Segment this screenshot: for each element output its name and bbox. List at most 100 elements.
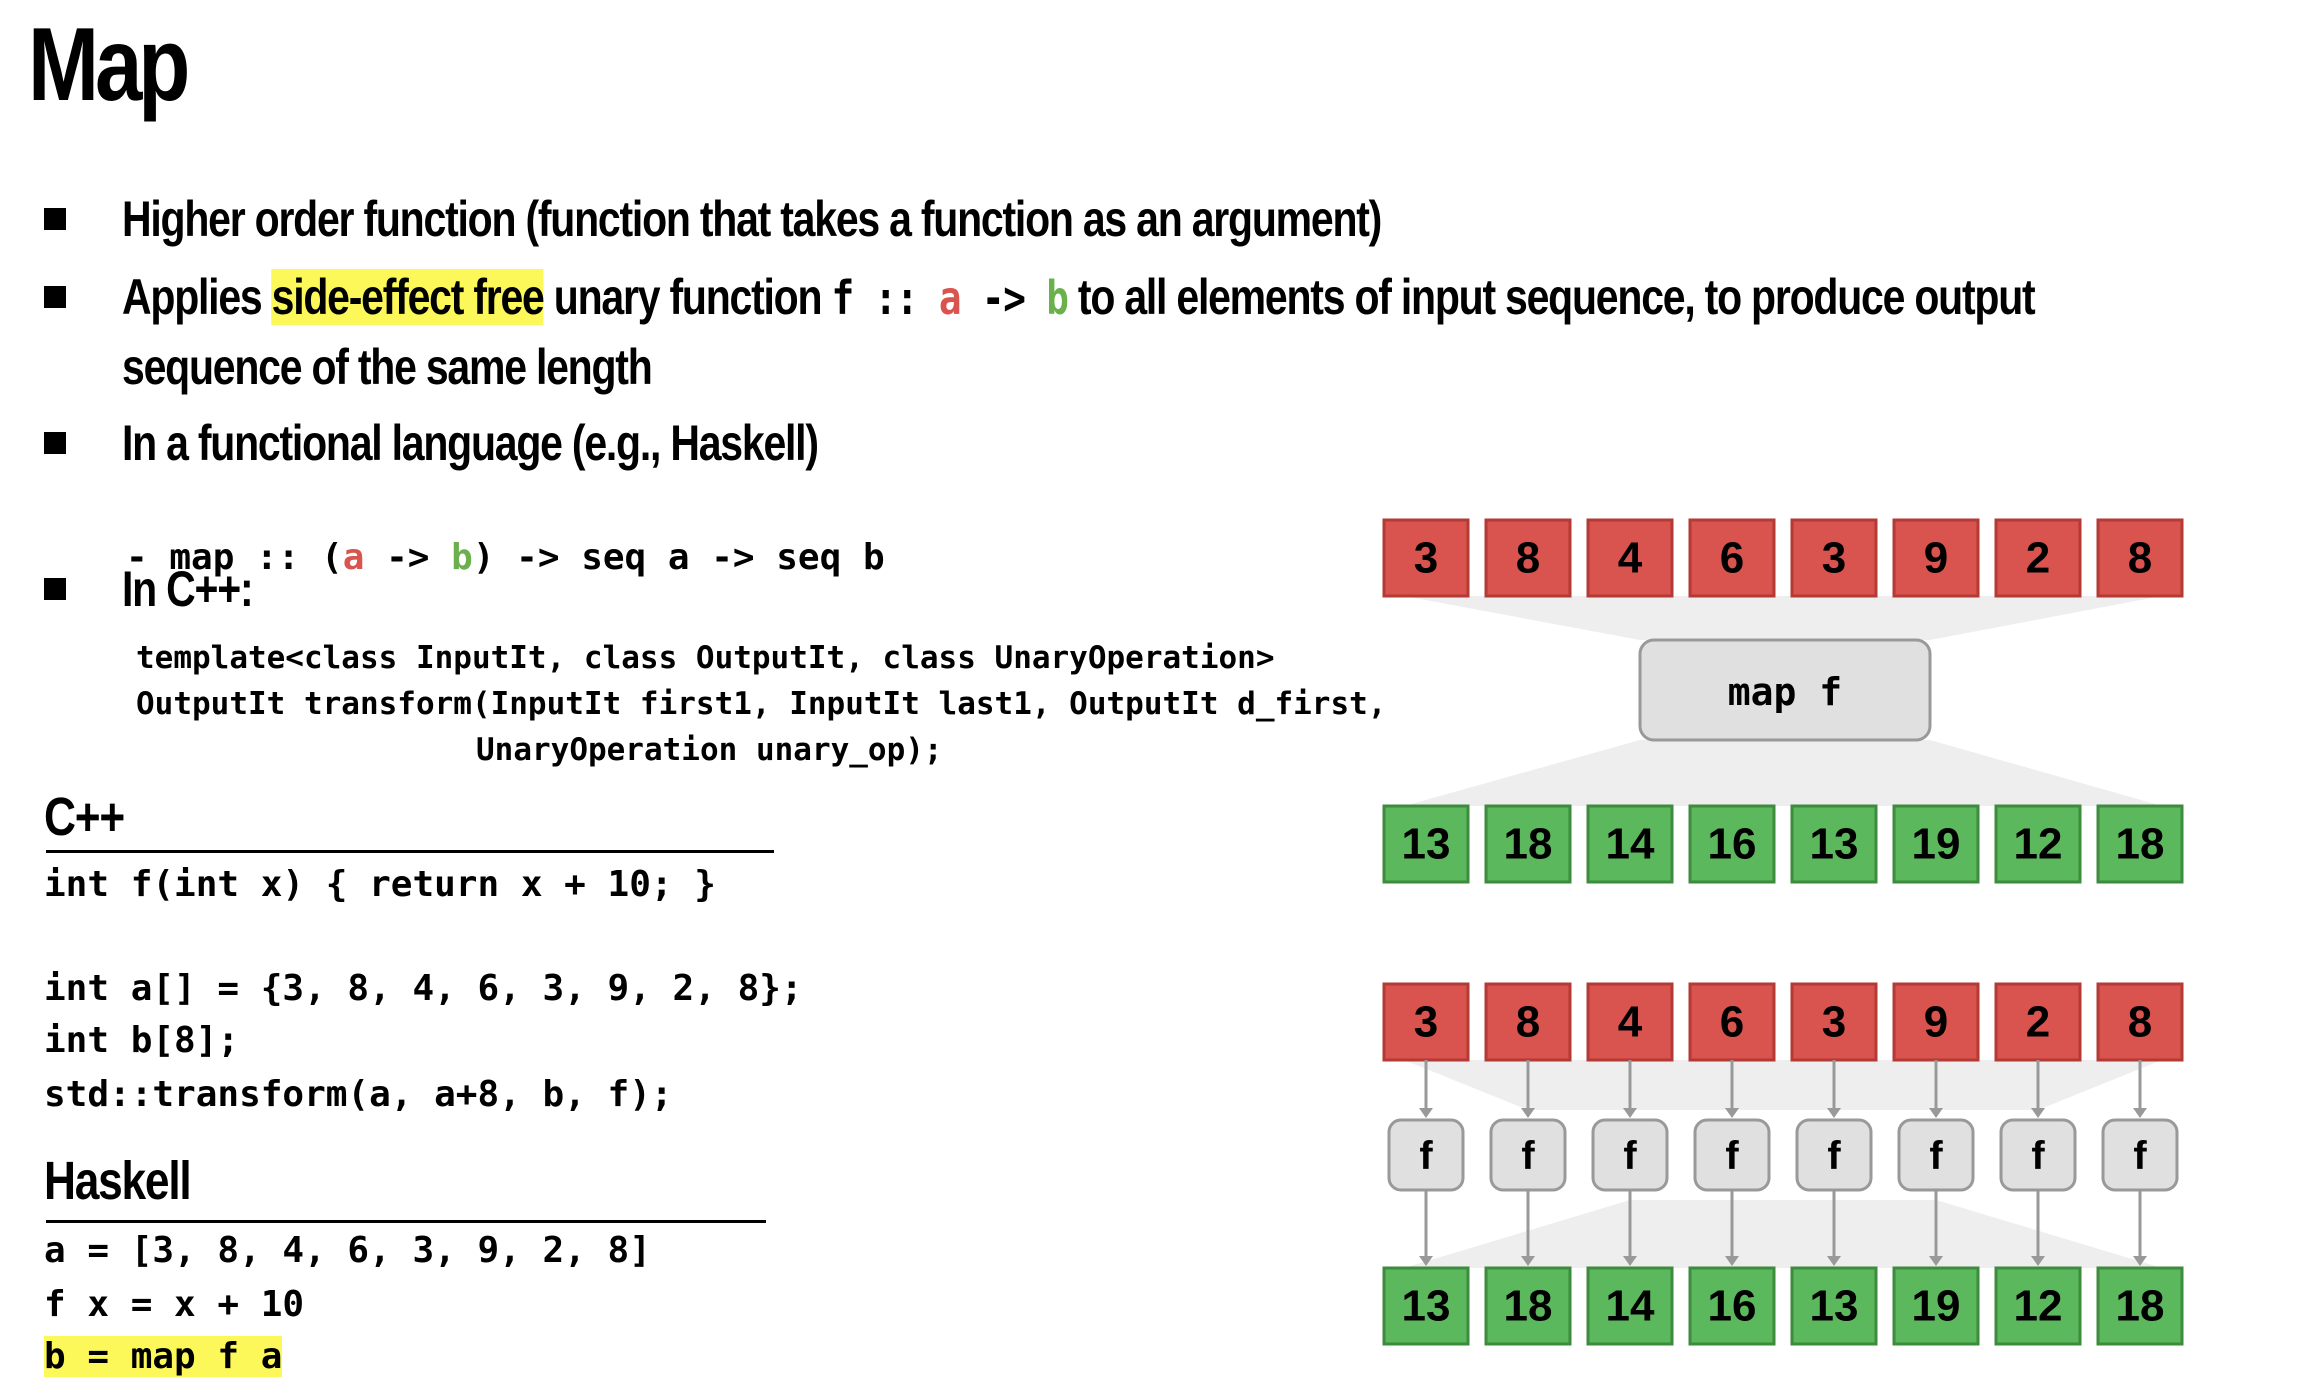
sig-pre: map :: ( bbox=[169, 537, 343, 578]
f-label: f bbox=[1929, 1134, 1943, 1178]
output-cell bbox=[1892, 804, 1980, 884]
arrow-head bbox=[1419, 1256, 1433, 1266]
haskell-code-line1: a = [3, 8, 4, 6, 3, 9, 2, 8] bbox=[44, 1230, 651, 1271]
output-value: 12 bbox=[2014, 1282, 2063, 1331]
arrow-head bbox=[2133, 1256, 2147, 1266]
output-value: 12 bbox=[2014, 820, 2063, 869]
bullet-marker bbox=[44, 432, 66, 454]
dash: - bbox=[126, 537, 170, 578]
shade-bottom-bottom bbox=[1404, 1200, 2162, 1268]
sig-type-b: b bbox=[451, 537, 473, 578]
f-label: f bbox=[2133, 1134, 2147, 1178]
output-value: 13 bbox=[1402, 1282, 1451, 1331]
arrow-head bbox=[1725, 1256, 1739, 1266]
output-cell bbox=[1586, 804, 1674, 884]
cpp-signature-line3: UnaryOperation unary_op); bbox=[476, 732, 943, 768]
bullet-higher-order: Higher order function (function that tak… bbox=[122, 191, 1382, 247]
f-label: f bbox=[1521, 1134, 1535, 1178]
arrow-head bbox=[1725, 1108, 1739, 1118]
input-value: 8 bbox=[1516, 998, 1540, 1047]
output-value: 18 bbox=[1504, 1282, 1553, 1331]
input-value: 8 bbox=[1516, 534, 1540, 583]
arrow-head bbox=[1521, 1256, 1535, 1266]
side-effect-free-highlight: side-effect free bbox=[271, 269, 545, 325]
arrow-head bbox=[2133, 1108, 2147, 1118]
haskell-map-signature: - map :: (a -> b) -> seq a -> seq b bbox=[126, 496, 885, 578]
input-value: 3 bbox=[1822, 534, 1846, 583]
output-value: 19 bbox=[1912, 820, 1961, 869]
f-label: f bbox=[1623, 1134, 1637, 1178]
sig-type-arrow: -> bbox=[364, 537, 452, 578]
input-cell bbox=[1586, 982, 1674, 1062]
output-value: 18 bbox=[2116, 1282, 2165, 1331]
arrow-head bbox=[1419, 1108, 1433, 1118]
cpp-code-line1: int f(int x) { return x + 10; } bbox=[44, 864, 716, 905]
output-cell bbox=[1790, 1266, 1878, 1346]
input-value: 9 bbox=[1924, 998, 1948, 1047]
output-cell bbox=[1586, 1266, 1674, 1346]
output-cell bbox=[1688, 804, 1776, 884]
output-cell bbox=[1688, 1266, 1776, 1346]
cpp-code-line4: std::transform(a, a+8, b, f); bbox=[44, 1074, 673, 1115]
input-value: 3 bbox=[1822, 998, 1846, 1047]
arrow-head bbox=[1929, 1108, 1943, 1118]
input-cell bbox=[1790, 518, 1878, 598]
cpp-signature-line1: template<class InputIt, class OutputIt, … bbox=[136, 640, 1275, 676]
input-value: 6 bbox=[1720, 998, 1744, 1047]
input-value: 6 bbox=[1720, 534, 1744, 583]
f-label: f bbox=[1827, 1134, 1841, 1178]
bullet-in-cpp: In C++: bbox=[122, 561, 254, 617]
output-cell bbox=[1994, 1266, 2082, 1346]
cpp-signature-line2: OutputIt transform(InputIt first1, Input… bbox=[136, 686, 1387, 722]
bullet-applies-pre: Applies bbox=[122, 269, 272, 325]
bullet-marker bbox=[44, 286, 66, 308]
input-cell bbox=[1994, 518, 2082, 598]
arrow-head bbox=[1827, 1256, 1841, 1266]
funnel-shade-bottom bbox=[1404, 740, 2162, 806]
input-cell bbox=[2096, 982, 2184, 1062]
haskell-code-line3: b = map f a bbox=[44, 1336, 283, 1377]
input-value: 8 bbox=[2128, 998, 2152, 1047]
sig-sep: :: bbox=[852, 271, 939, 325]
output-value: 14 bbox=[1606, 820, 1655, 869]
sig-arrow: -> bbox=[960, 271, 1047, 325]
output-cell bbox=[1382, 1266, 1470, 1346]
output-value: 13 bbox=[1402, 820, 1451, 869]
output-value: 16 bbox=[1708, 1282, 1757, 1331]
bullet-applies: Applies side-effect free unary function … bbox=[122, 268, 2036, 326]
input-value: 4 bbox=[1618, 534, 1643, 583]
input-value: 2 bbox=[2026, 534, 2050, 583]
output-cell bbox=[1994, 804, 2082, 884]
bullet-marker bbox=[44, 208, 66, 230]
f-label: f bbox=[1419, 1134, 1433, 1178]
map-f-label: map f bbox=[1728, 670, 1842, 714]
input-cell bbox=[1382, 982, 1470, 1062]
type-b: b bbox=[1046, 271, 1069, 325]
input-value: 4 bbox=[1618, 998, 1643, 1047]
sig-post: ) -> seq a -> seq b bbox=[472, 537, 885, 578]
sig-type-a: a bbox=[342, 537, 365, 578]
cpp-rule bbox=[46, 850, 774, 853]
f-label: f bbox=[2031, 1134, 2045, 1178]
output-value: 14 bbox=[1606, 1282, 1655, 1331]
output-value: 18 bbox=[2116, 820, 2165, 869]
page-title: Map bbox=[28, 7, 190, 123]
input-value: 3 bbox=[1414, 998, 1438, 1047]
output-value: 16 bbox=[1708, 820, 1757, 869]
bullet-applies-mid: unary function bbox=[543, 269, 832, 325]
input-cell bbox=[1892, 518, 1980, 598]
haskell-code-line2: f x = x + 10 bbox=[44, 1284, 305, 1325]
cpp-heading: C++ bbox=[44, 787, 125, 847]
funnel-shade-top bbox=[1404, 596, 2162, 640]
input-value: 9 bbox=[1924, 534, 1948, 583]
input-cell bbox=[1484, 518, 1572, 598]
f-label: f bbox=[1725, 1134, 1739, 1178]
input-cell bbox=[1994, 982, 2082, 1062]
input-cell bbox=[1790, 982, 1878, 1062]
input-cell bbox=[1586, 518, 1674, 598]
output-cell bbox=[2096, 1266, 2184, 1346]
output-cell bbox=[1892, 1266, 1980, 1346]
haskell-heading: Haskell bbox=[44, 1151, 192, 1211]
shade-bottom-top bbox=[1404, 1060, 2162, 1110]
output-cell bbox=[1790, 804, 1878, 884]
